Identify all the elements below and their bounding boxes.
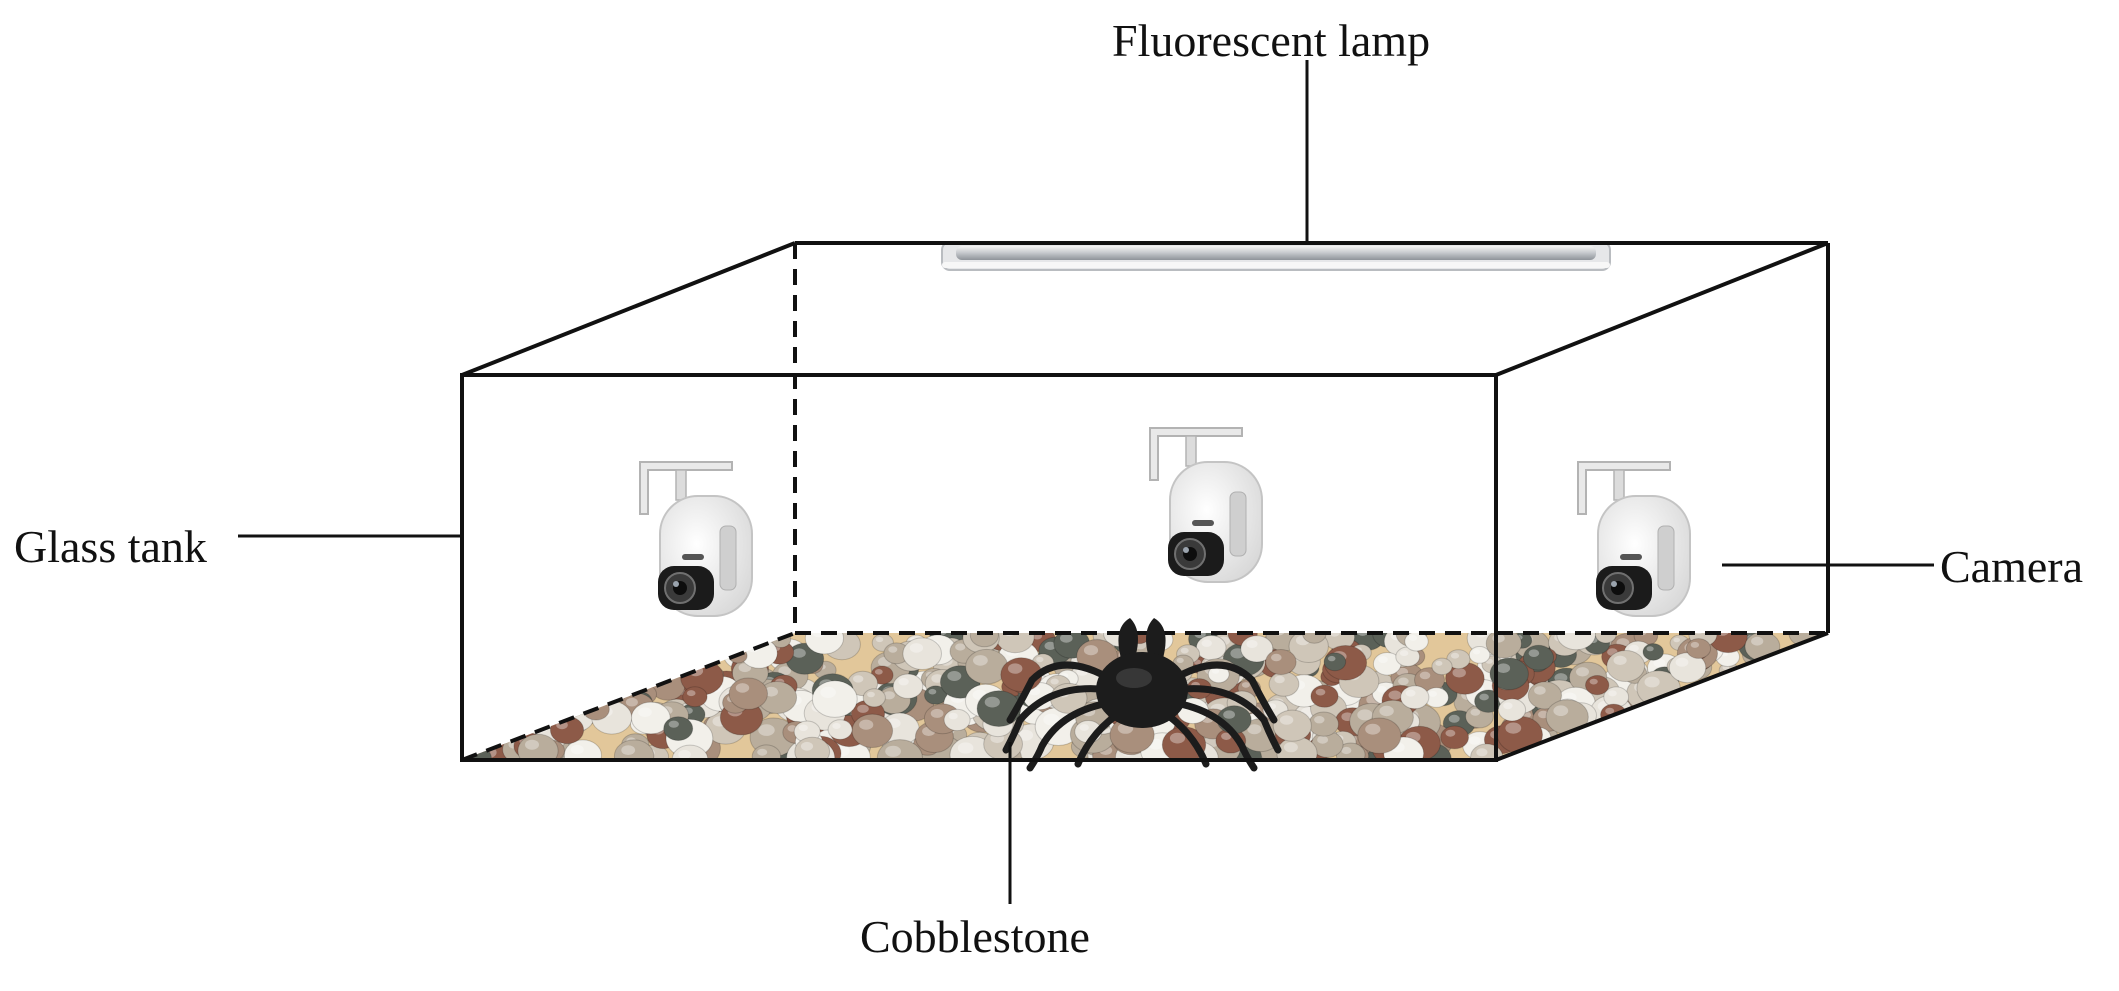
cobblestone-stone bbox=[969, 633, 1000, 648]
cobblestone-stone bbox=[682, 686, 708, 708]
camera-label: Camera bbox=[1940, 541, 2084, 592]
cameras-group bbox=[639, 427, 1691, 617]
cobblestone-stone bbox=[892, 673, 924, 699]
cobblestone-stone bbox=[1310, 684, 1339, 708]
cobblestone-stone bbox=[517, 733, 559, 760]
cobblestone-stone bbox=[902, 637, 943, 671]
cobblestone-label: Cobblestone bbox=[860, 911, 1090, 962]
cobblestone-stone bbox=[1585, 675, 1610, 696]
cobblestone-stone bbox=[1404, 633, 1429, 652]
cobblestone-stone bbox=[728, 677, 768, 710]
cobblestone-stone bbox=[1522, 644, 1555, 671]
cobblestone-stone bbox=[1195, 635, 1227, 661]
cobblestone-stone bbox=[1268, 671, 1300, 697]
dome-camera-icon bbox=[1577, 461, 1691, 617]
dome-camera-icon bbox=[639, 461, 753, 617]
glass-tank-label: Glass tank bbox=[14, 521, 207, 572]
fluorescent-lamp-label: Fluorescent lamp bbox=[1112, 15, 1431, 66]
cobblestone-stone bbox=[663, 716, 694, 741]
cobblestone-stone bbox=[1357, 717, 1402, 754]
cobblestone-stone bbox=[751, 744, 782, 760]
cobblestone-stone bbox=[1240, 635, 1274, 663]
top-right-depth-edge bbox=[1495, 241, 1829, 377]
cobblestone-stone bbox=[1642, 643, 1664, 661]
tank-visible-edges bbox=[460, 241, 1830, 762]
bottom-right-depth-edge bbox=[1495, 631, 1829, 762]
tank-hidden-edges bbox=[461, 243, 1828, 762]
cobblestone-stone bbox=[1606, 650, 1646, 682]
cobblestone-stone bbox=[1489, 657, 1529, 691]
leader-lines bbox=[238, 534, 1934, 904]
cobblestone-stone bbox=[1272, 709, 1312, 742]
dome-camera-icon bbox=[1149, 427, 1263, 583]
cobblestone-stone bbox=[1323, 652, 1347, 672]
cobblestone-stone bbox=[1685, 638, 1712, 659]
cobblestone-stone bbox=[1431, 657, 1453, 676]
cobblestone-stone bbox=[1527, 681, 1563, 710]
cobblestone-stone bbox=[1400, 685, 1430, 710]
cobblestone-stone bbox=[862, 688, 886, 708]
cobblestone-stone bbox=[1497, 715, 1543, 754]
cobblestone-stone bbox=[1265, 649, 1297, 675]
cobblestone-stone bbox=[827, 719, 853, 740]
left-bottom-depth-edge bbox=[461, 631, 796, 762]
cobblestone-stone bbox=[943, 708, 971, 732]
cobblestone-stone bbox=[811, 680, 858, 718]
cobblestone-stone bbox=[995, 633, 1035, 654]
cobblestone-stone bbox=[1468, 646, 1491, 664]
cobblestone-stone bbox=[1497, 698, 1527, 722]
cobblestone-stone bbox=[563, 739, 603, 760]
cobblestone-stone bbox=[924, 685, 948, 705]
tank-front-face bbox=[460, 373, 1498, 762]
top-left-depth-edge bbox=[461, 241, 796, 377]
cobblestone-stone bbox=[1308, 711, 1339, 737]
cobblestone-stone bbox=[1440, 725, 1469, 750]
cobblestone-stone bbox=[1668, 652, 1707, 684]
cobblestone-stone bbox=[1276, 736, 1318, 760]
cobblestone-stone bbox=[613, 739, 655, 760]
crab-icon bbox=[1002, 618, 1282, 772]
fluorescent-tube-icon bbox=[941, 60, 1611, 271]
cobblestone-stone bbox=[851, 713, 894, 748]
cobblestone-stone bbox=[804, 633, 845, 655]
